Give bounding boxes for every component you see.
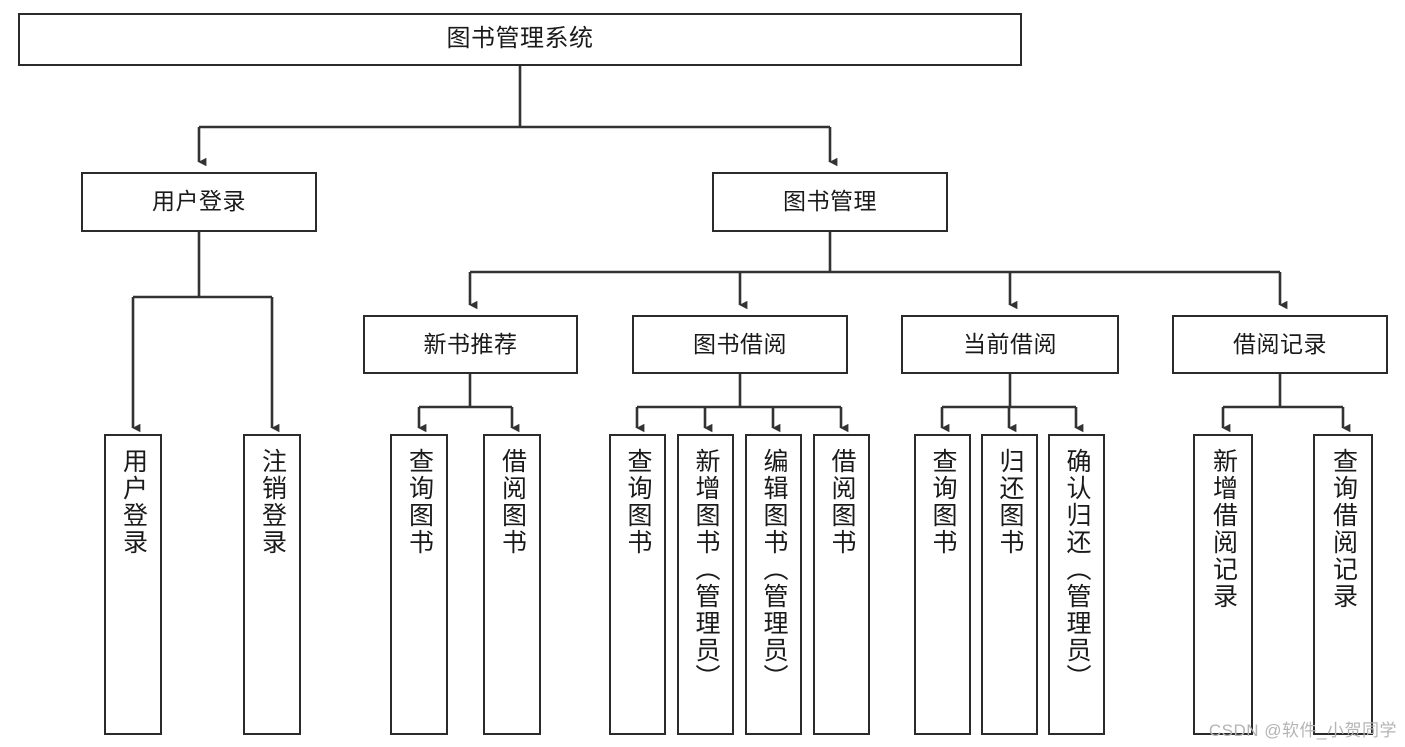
node-user-login-label: 用户登录 [152, 188, 246, 215]
node-leaf-edit-book[interactable]: 编辑图书（管理员） [745, 434, 802, 735]
node-borrow-record-label: 借阅记录 [1233, 330, 1327, 357]
node-leaf-query-book-3[interactable]: 查询图书 [914, 434, 971, 735]
node-new-book-recommend-label: 新书推荐 [423, 330, 518, 357]
node-leaf-edit-book-label: 编辑图书（管理员） [760, 448, 788, 691]
node-book-manage[interactable]: 图书管理 [712, 172, 948, 232]
node-current-borrow-label: 当前借阅 [963, 330, 1057, 357]
node-leaf-query-record-label: 查询借阅记录 [1329, 448, 1358, 610]
node-leaf-query-book-3-label: 查询图书 [929, 448, 957, 556]
node-leaf-borrow-book-1-label: 借阅图书 [498, 448, 527, 556]
node-leaf-user-login[interactable]: 用户登录 [104, 434, 162, 735]
node-borrow-record[interactable]: 借阅记录 [1172, 315, 1388, 374]
node-book-manage-label: 图书管理 [783, 188, 877, 215]
node-leaf-user-login-label: 用户登录 [119, 448, 148, 556]
node-new-book-recommend[interactable]: 新书推荐 [363, 315, 578, 374]
node-leaf-logout-login[interactable]: 注销登录 [243, 434, 301, 735]
node-leaf-add-record[interactable]: 新增借阅记录 [1193, 434, 1253, 735]
node-leaf-borrow-book-2[interactable]: 借阅图书 [813, 434, 870, 735]
node-root-system[interactable]: 图书管理系统 [18, 13, 1022, 66]
node-current-borrow[interactable]: 当前借阅 [901, 315, 1119, 374]
node-leaf-query-book-2-label: 查询图书 [624, 448, 652, 556]
node-book-borrow-label: 图书借阅 [693, 330, 787, 357]
node-leaf-add-book[interactable]: 新增图书（管理员） [677, 434, 734, 735]
node-root-system-label: 图书管理系统 [446, 25, 594, 53]
node-leaf-confirm-return-label: 确认归还（管理员） [1063, 448, 1091, 691]
node-leaf-add-book-label: 新增图书（管理员） [692, 448, 720, 691]
node-leaf-confirm-return[interactable]: 确认归还（管理员） [1048, 434, 1105, 735]
node-leaf-borrow-book-1[interactable]: 借阅图书 [483, 434, 541, 735]
node-leaf-query-book-2[interactable]: 查询图书 [609, 434, 666, 735]
node-leaf-return-book-label: 归还图书 [996, 448, 1024, 556]
node-user-login[interactable]: 用户登录 [81, 172, 317, 232]
node-leaf-add-record-label: 新增借阅记录 [1209, 448, 1238, 610]
node-leaf-borrow-book-2-label: 借阅图书 [828, 448, 856, 556]
node-leaf-query-book-1[interactable]: 查询图书 [390, 434, 448, 735]
node-book-borrow[interactable]: 图书借阅 [632, 315, 848, 374]
node-leaf-query-record[interactable]: 查询借阅记录 [1313, 434, 1373, 735]
node-leaf-query-book-1-label: 查询图书 [405, 448, 434, 556]
node-leaf-return-book[interactable]: 归还图书 [981, 434, 1038, 735]
csdn-watermark: CSDN @软件_小贺同学 [1208, 721, 1397, 740]
node-leaf-logout-login-label: 注销登录 [258, 448, 287, 556]
